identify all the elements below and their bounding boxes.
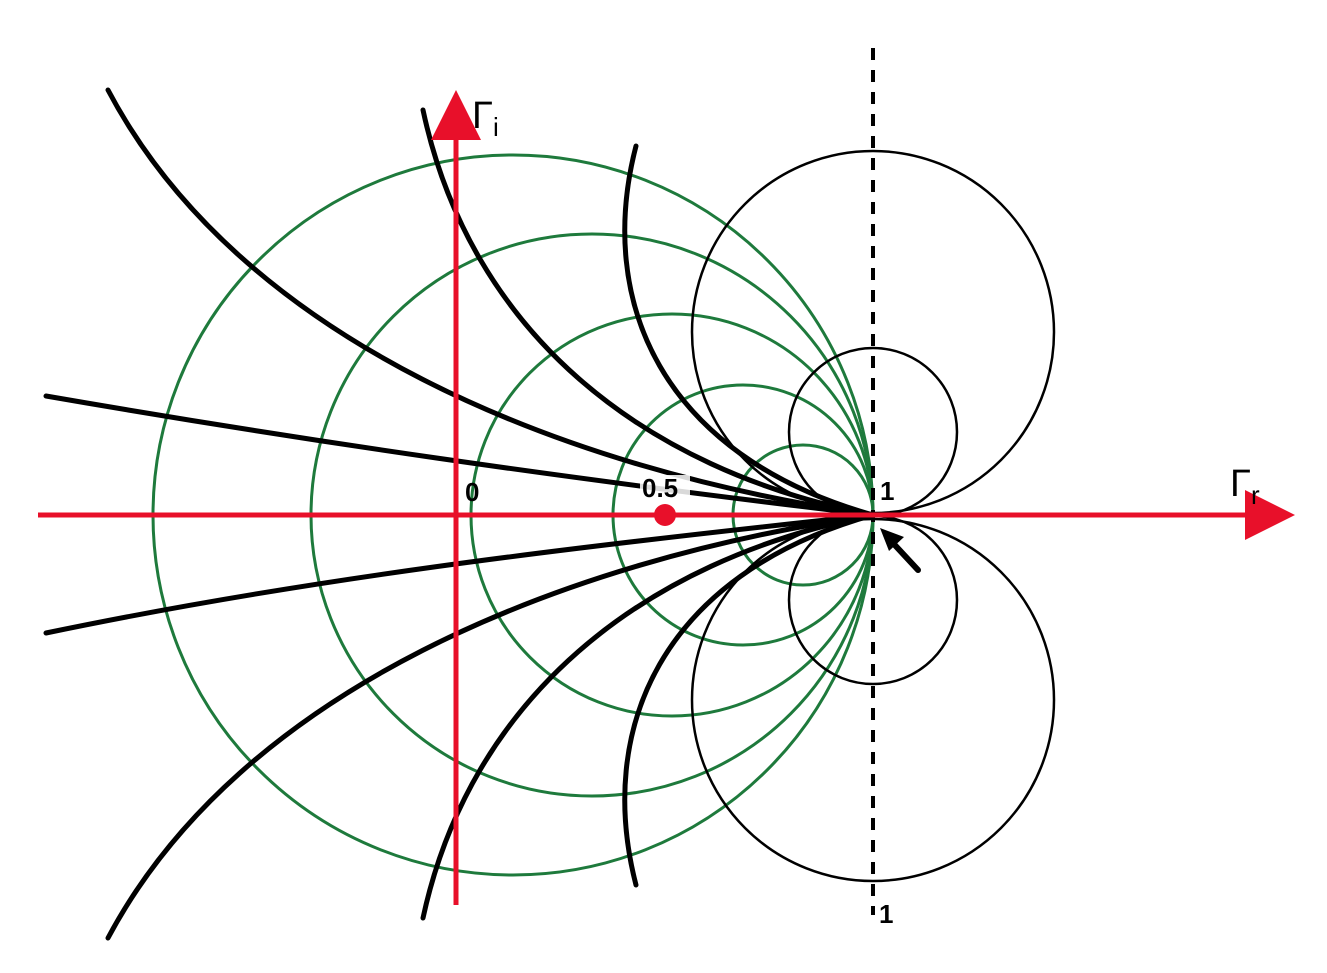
one-label-bottom: 1 xyxy=(879,899,893,929)
b-curve-1 xyxy=(105,87,876,518)
susceptance-curves xyxy=(43,87,876,941)
b-curve-8 xyxy=(622,512,876,888)
one-label-top: 1 xyxy=(880,476,894,506)
b-curve-7 xyxy=(420,512,876,921)
b-curve-4 xyxy=(43,393,876,518)
b-curve-3 xyxy=(622,143,876,518)
real-axis-label: Γr xyxy=(1230,463,1260,510)
reflection-point-marker xyxy=(654,504,676,526)
half-label: 0.5 xyxy=(642,473,678,503)
pointer-arrow-icon xyxy=(880,528,921,573)
b-curve-2 xyxy=(420,107,876,518)
imag-axis-label: Γi xyxy=(472,95,499,142)
half-label-bg xyxy=(640,475,690,501)
b-curve-6 xyxy=(105,512,876,941)
b-curve-5 xyxy=(43,512,876,636)
origin-label: 0 xyxy=(465,477,479,507)
